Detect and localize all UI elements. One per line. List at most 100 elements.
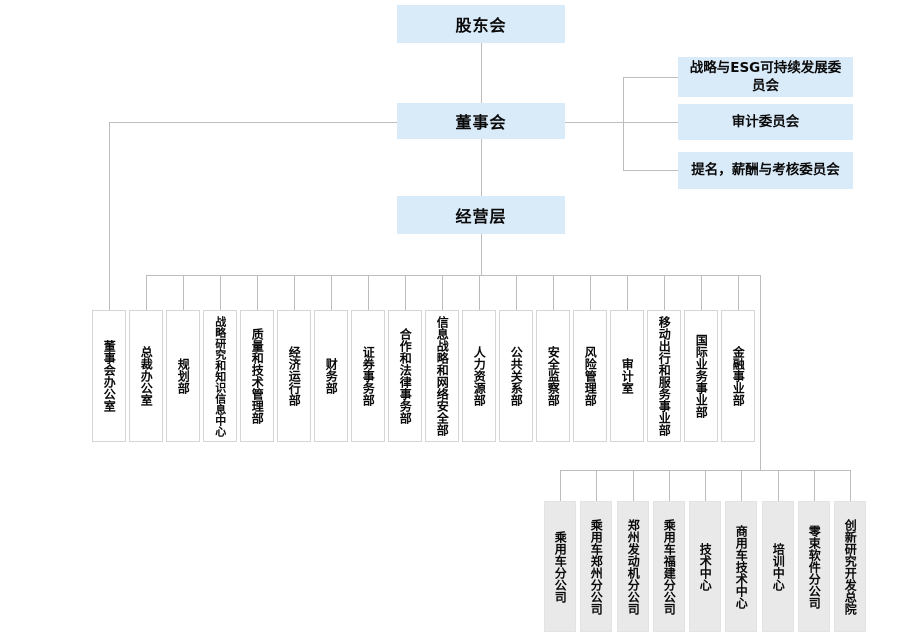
dept-box: 经济运行部: [277, 310, 311, 442]
node-label: 经营层: [455, 207, 507, 226]
node-shareholders-meeting: 股东会: [397, 5, 565, 43]
dept-box: 人力资源部: [462, 310, 496, 442]
connector-line: [183, 275, 184, 310]
dept-label: 董事会办公室: [102, 340, 117, 412]
connector-line: [479, 275, 480, 310]
subsidiary-box: 乘用车分公司: [544, 501, 576, 632]
connector-line: [146, 275, 147, 310]
subsidiary-box: 零束软件分公司: [798, 501, 830, 632]
connector-line: [701, 275, 702, 310]
dept-label: 经济运行部: [287, 346, 302, 406]
connector-line: [257, 275, 258, 310]
dept-label: 战略研究和知识信息中心: [213, 315, 227, 437]
subsidiary-box: 商用车技术中心: [725, 501, 757, 632]
dept-box: 总裁办公室: [129, 310, 163, 442]
dept-box: 安全监察部: [536, 310, 570, 442]
connector-line: [481, 43, 482, 103]
dept-label: 证券事务部: [361, 346, 376, 406]
dept-box: 质量和技术管理部: [240, 310, 274, 442]
connector-line: [220, 275, 221, 310]
subsidiary-label: 乘用车福建分公司: [662, 518, 677, 615]
dept-box: 金融事业部: [721, 310, 755, 442]
subsidiary-box: 技术中心: [689, 501, 721, 632]
connector-line: [850, 470, 851, 501]
dept-label: 财务部: [324, 358, 339, 394]
dept-box: 规划部: [166, 310, 200, 442]
connector-line: [294, 275, 295, 310]
dept-label: 风险管理部: [583, 346, 598, 406]
committee-label: 提名，薪酬与考核委员会: [691, 162, 840, 179]
dept-box: 国际业务事业部: [684, 310, 718, 442]
dept-box: 审计室: [610, 310, 644, 442]
connector-line: [331, 275, 332, 310]
dept-box: 信息战略和网络安全部: [425, 310, 459, 442]
dept-box: 证券事务部: [351, 310, 385, 442]
dept-label: 质量和技术管理部: [250, 328, 265, 424]
dept-label: 规划部: [176, 358, 191, 394]
connector-line: [442, 275, 443, 310]
node-label: 股东会: [455, 16, 507, 35]
dept-label: 公共关系部: [509, 346, 524, 406]
committee-label: 战略与ESG可持续发展委员会: [689, 59, 842, 94]
subsidiary-box: 创新研究开发总院: [834, 501, 866, 632]
dept-box: 风险管理部: [573, 310, 607, 442]
connector-line: [623, 77, 678, 78]
committee-box-audit: 审计委员会: [678, 104, 853, 140]
subsidiary-box: 乘用车郑州分公司: [580, 501, 612, 632]
connector-line: [778, 470, 779, 501]
connector-line: [481, 234, 482, 275]
connector-line: [405, 275, 406, 310]
subsidiary-label: 乘用车分公司: [553, 530, 568, 603]
connector-line: [481, 139, 482, 196]
committee-box-nomination-compensation: 提名，薪酬与考核委员会: [678, 152, 853, 189]
subsidiary-label: 技术中心: [698, 542, 713, 591]
connector-line: [623, 170, 678, 171]
connector-line: [596, 470, 597, 501]
dept-box: 合作和法律事务部: [388, 310, 422, 442]
subsidiary-box: 乘用车福建分公司: [653, 501, 685, 632]
connector-line: [565, 122, 678, 123]
node-board-of-directors: 董事会: [397, 103, 565, 139]
committee-label: 审计委员会: [731, 113, 800, 130]
connector-line: [814, 470, 815, 501]
subsidiary-label: 培训中心: [771, 542, 786, 591]
subsidiary-box: 培训中心: [762, 501, 794, 632]
dept-box: 战略研究和知识信息中心: [203, 310, 237, 442]
node-management-layer: 经营层: [397, 196, 565, 234]
dept-box: 公共关系部: [499, 310, 533, 442]
dept-label: 国际业务事业部: [694, 334, 709, 418]
subsidiary-label: 郑州发动机分公司: [626, 518, 641, 615]
connector-line: [664, 275, 665, 310]
connector-line: [633, 470, 634, 501]
connector-line: [669, 470, 670, 501]
connector-line: [590, 275, 591, 310]
dept-label: 安全监察部: [546, 346, 561, 406]
connector-line: [623, 77, 624, 171]
connector-line: [627, 275, 628, 310]
connector-line: [553, 275, 554, 310]
connector-line: [109, 122, 110, 310]
connector-line: [560, 470, 561, 501]
dept-label: 移动出行和服务事业部: [657, 316, 672, 436]
connector-line: [146, 275, 760, 276]
connector-line: [705, 470, 706, 501]
connector-line: [741, 470, 742, 501]
connector-line: [368, 275, 369, 310]
subsidiary-label: 乘用车郑州分公司: [589, 518, 604, 615]
dept-box: 董事会办公室: [92, 310, 126, 442]
committee-box-strategy-esg: 战略与ESG可持续发展委员会: [678, 57, 853, 97]
subsidiary-label: 零束软件分公司: [807, 524, 822, 609]
connector-line: [738, 275, 739, 310]
connector-line: [109, 122, 397, 123]
connector-line: [760, 275, 761, 470]
dept-label: 总裁办公室: [139, 346, 154, 406]
dept-label: 人力资源部: [472, 346, 487, 406]
dept-box: 财务部: [314, 310, 348, 442]
subsidiary-label: 商用车技术中心: [734, 524, 749, 609]
dept-label: 审计室: [620, 358, 635, 394]
node-label: 董事会: [455, 113, 507, 132]
dept-box: 移动出行和服务事业部: [647, 310, 681, 442]
dept-label: 信息战略和网络安全部: [435, 316, 450, 436]
subsidiary-box: 郑州发动机分公司: [617, 501, 649, 632]
